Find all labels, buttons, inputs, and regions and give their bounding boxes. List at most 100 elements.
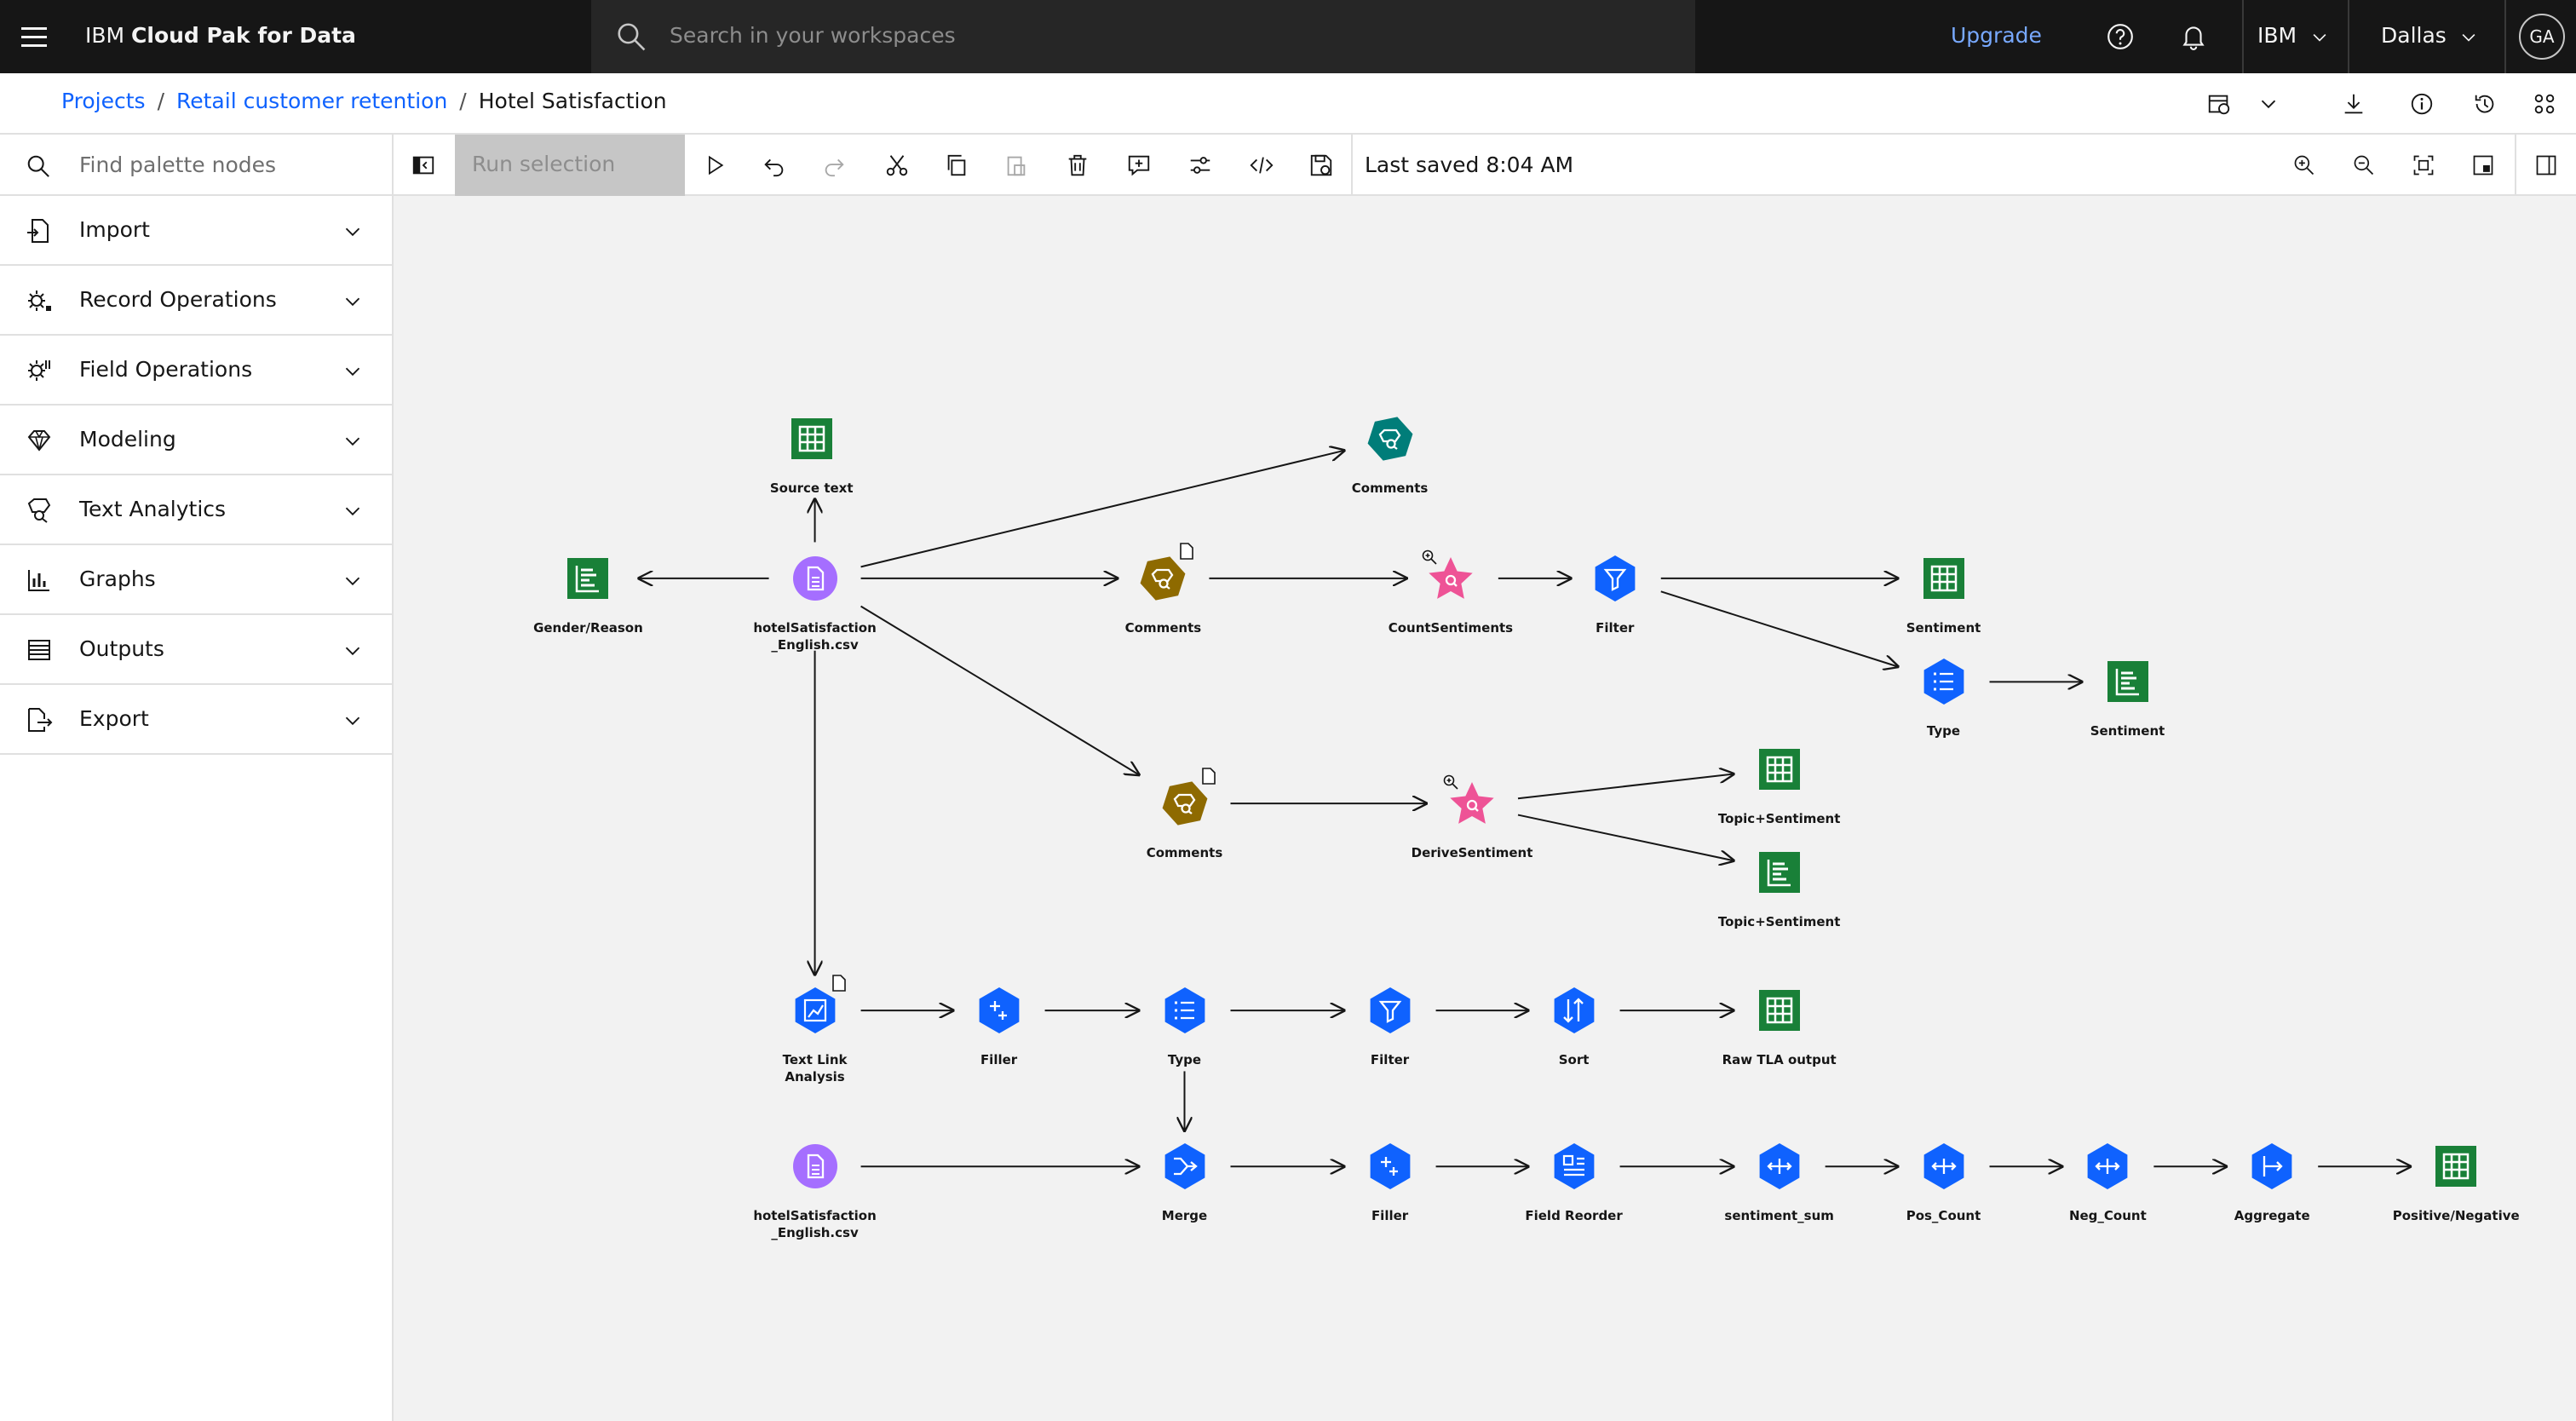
palette-category-outputs[interactable]: Outputs [0,615,392,685]
add-comment-icon[interactable] [1109,135,1169,196]
node-filler-1[interactable] [976,987,1022,1034]
side-panel-icon[interactable] [2516,135,2576,196]
node-label: Neg_Count [2068,1208,2147,1224]
global-search[interactable]: Search in your workspaces [591,0,1695,73]
palette-category-graphs[interactable]: Graphs [0,545,392,615]
notification-bell-icon[interactable] [2176,19,2211,55]
node-hotel-csv-2[interactable] [792,1143,838,1189]
zoom-badge-icon [1422,549,1437,565]
palette-category-export[interactable]: Export [0,685,392,755]
delete-icon[interactable] [1048,135,1107,196]
text-node-icon [1141,556,1186,601]
breadcrumb-projects[interactable]: Projects [61,89,146,113]
flow-link[interactable] [860,450,1346,568]
minimap-icon[interactable] [2453,135,2513,196]
version-history-icon[interactable] [2467,86,2503,122]
node-merge[interactable] [1162,1143,1208,1190]
node-comments-1[interactable] [1140,543,1194,601]
node-filter-2[interactable] [1367,987,1413,1034]
toggle-palette-icon[interactable] [394,135,453,196]
node-topic-sentiment-2[interactable] [1757,849,1803,895]
node-type-1[interactable] [1921,659,1967,705]
chevron-down-icon[interactable] [2251,86,2286,122]
node-filler-2[interactable] [1367,1143,1413,1190]
node-text-link-analysis[interactable] [792,975,846,1034]
palette-category-modeling[interactable]: Modeling [0,406,392,475]
settings-sliders-icon[interactable] [1170,135,1230,196]
node-label: Sort [1558,1052,1590,1068]
avatar[interactable]: GA [2519,14,2565,60]
node-derive-sentiment[interactable] [1443,774,1495,826]
settings-apps-icon[interactable] [2527,86,2562,122]
node-count-sentiments[interactable] [1422,549,1474,601]
node-topic-sentiment-1[interactable] [1757,746,1803,792]
flow-link[interactable] [860,605,1141,776]
node-raw-tla[interactable] [1757,987,1803,1033]
hamburger-menu-icon[interactable] [19,19,55,55]
node-pos-count[interactable] [1921,1143,1967,1190]
search-input[interactable]: Search in your workspaces [670,23,956,48]
sort-node-icon [1554,987,1594,1034]
top-header: IBM Cloud Pak for Data Search in your wo… [0,0,2576,73]
node-label: Field Reorder [1525,1208,1623,1224]
node-label: Pos_Count [1906,1208,1981,1224]
breadcrumb-retail-customer-retention[interactable]: Retail customer retention [176,89,448,113]
palette-category-field-operations[interactable]: Field Operations [0,336,392,406]
upgrade-link[interactable]: Upgrade [1951,23,2042,48]
node-aggregate[interactable] [2249,1143,2295,1190]
zoom-out-icon[interactable] [2334,135,2394,196]
save-version-icon[interactable] [1291,135,1351,196]
flow-links [637,198,2412,1421]
brand-name[interactable]: IBM Cloud Pak for Data [85,23,356,48]
flow-link[interactable] [1517,814,1735,861]
redo-icon[interactable] [804,135,864,196]
palette-category-import[interactable]: Import [0,196,392,266]
node-label: Comments [1146,845,1223,861]
palette-category-text-analytics[interactable]: Text Analytics [0,475,392,545]
node-comments-top[interactable] [1367,416,1413,462]
last-saved-status: Last saved 8:04 AM [1365,152,1574,177]
help-icon[interactable] [2102,19,2138,55]
node-sentiment-2[interactable] [2105,659,2151,705]
node-field-reorder[interactable] [1551,1143,1597,1190]
star-node-icon [1429,556,1473,599]
region-switcher[interactable]: Dallas [2381,23,2483,48]
node-label: hotelSatisfaction _English.csv [753,1208,877,1241]
node-positive-negative[interactable] [2433,1143,2479,1189]
information-icon[interactable] [2404,86,2440,122]
code-icon[interactable] [1232,135,1291,196]
copy-icon[interactable] [927,135,986,196]
zoom-to-fit-icon[interactable] [2394,135,2453,196]
node-gender-reason[interactable] [565,555,611,601]
palette-search-input[interactable]: Find palette nodes [79,152,277,177]
download-icon[interactable] [2336,86,2372,122]
palette-search[interactable]: Find palette nodes [0,135,394,196]
undo-icon[interactable] [745,135,804,196]
table-node-icon [1923,557,1964,599]
node-hotel-csv-1[interactable] [792,555,838,601]
run-selection-button[interactable]: Run selection [455,135,685,196]
paste-icon[interactable] [986,135,1046,196]
node-neg-count[interactable] [2084,1143,2130,1190]
flow-link[interactable] [1660,590,1900,667]
run-schedule-icon[interactable] [2201,86,2237,122]
node-comments-2[interactable] [1162,768,1216,826]
node-label: Positive/Negative [2392,1208,2520,1224]
chevron-down-icon [2462,33,2475,42]
node-filter-1[interactable] [1592,555,1638,601]
node-sentiment-sum[interactable] [1757,1143,1803,1190]
palette-category-label: Graphs [79,567,156,591]
account-switcher[interactable]: IBM [2257,23,2334,48]
zoom-in-icon[interactable] [2274,135,2334,196]
node-sort[interactable] [1551,987,1597,1034]
palette-category-record-operations[interactable]: Record Operations [0,266,392,336]
cut-icon[interactable] [867,135,927,196]
node-source-text[interactable] [789,416,835,462]
run-play-icon[interactable] [685,135,745,196]
node-sentiment-1[interactable] [1921,555,1967,601]
zoom-badge-icon [1443,774,1458,790]
typeop-node-icon [1164,987,1205,1034]
flow-link[interactable] [1517,774,1735,800]
node-type-2[interactable] [1162,987,1208,1034]
